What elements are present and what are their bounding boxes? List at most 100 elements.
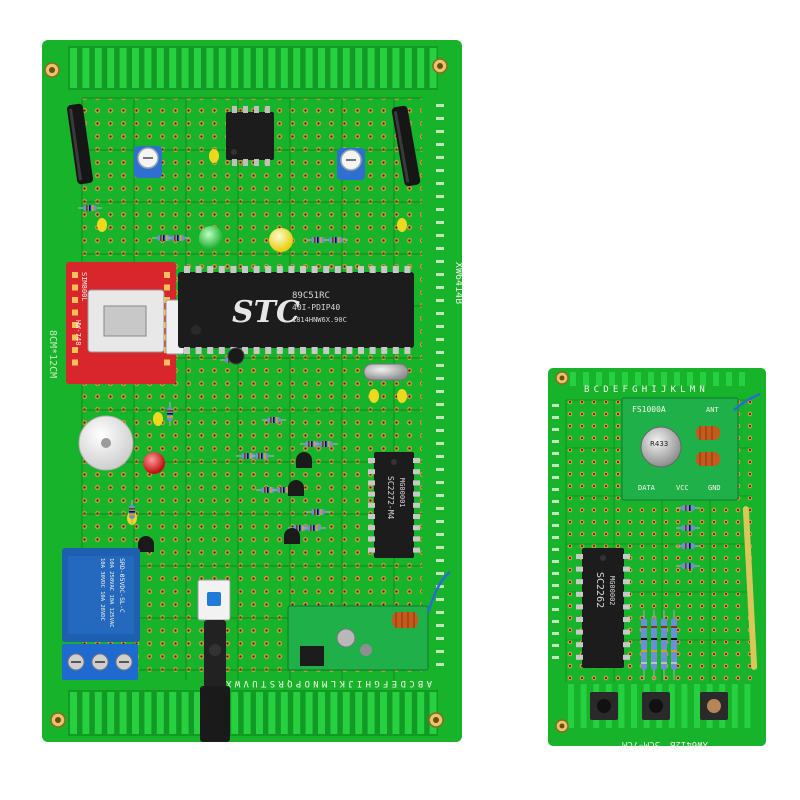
ic-pin [576, 654, 583, 660]
row-mark [436, 273, 444, 276]
row-mark [436, 403, 444, 406]
row-mark [552, 572, 559, 575]
pad-finger [668, 684, 675, 728]
mcu-pin [334, 266, 341, 273]
top-fingers [68, 46, 438, 90]
row-mark [436, 572, 444, 575]
resistor [306, 509, 330, 515]
mcu-pin [392, 347, 399, 354]
row-mark [552, 644, 559, 647]
trimmer-potentiometer-right [337, 148, 365, 180]
buzzer [78, 415, 134, 471]
mcu-chip [178, 272, 414, 348]
pad-finger [342, 48, 350, 88]
pad-finger [194, 692, 201, 734]
ic-pin [254, 159, 259, 166]
row-mark [436, 221, 444, 224]
pad-finger [293, 48, 301, 88]
ic-pin [368, 514, 375, 519]
resistor [651, 610, 657, 680]
mcu-pin [358, 347, 364, 354]
row-mark [436, 598, 444, 601]
mcu-pin [358, 266, 364, 273]
mcu-pin [311, 266, 318, 273]
mcu-pin [311, 347, 318, 354]
row-mark [436, 377, 444, 380]
mcu-pin [207, 266, 214, 273]
row-mark [436, 312, 444, 315]
pad-finger [596, 372, 602, 386]
pad-finger [580, 684, 587, 728]
mcu-pin [369, 266, 376, 273]
row-mark [552, 656, 559, 659]
resistor [676, 505, 700, 511]
pad-finger [305, 48, 313, 88]
ic-pin [576, 642, 583, 648]
pad-finger [330, 48, 338, 88]
row-mark [436, 507, 444, 510]
ic-pin [623, 566, 630, 572]
pad-finger [305, 692, 313, 734]
mcu-pin [346, 266, 353, 273]
ic-pin [368, 469, 375, 475]
pad-finger [280, 692, 288, 734]
sim-module-label: SIM800L [80, 272, 88, 302]
mcu-pin [300, 347, 306, 354]
resistor [306, 237, 330, 243]
receiver-edge-letters: ABCDEFGHIJKLMNOPQRSTUVWXY [214, 678, 432, 688]
mcu-pin [381, 266, 388, 273]
receiver-board-code: XW6414B [453, 262, 464, 304]
jumper-wire [742, 506, 758, 670]
mcu-pin [323, 347, 330, 354]
pad-finger [404, 692, 412, 734]
trimmer-potentiometer-left [134, 146, 162, 178]
receiver-board-size: 8CM*12CM [47, 330, 58, 378]
ic-pin [623, 554, 630, 559]
row-numbers [436, 104, 444, 666]
small-ic-top [226, 112, 274, 160]
row-mark [436, 533, 444, 536]
pad-finger [144, 692, 152, 734]
ic-pin [368, 480, 375, 486]
transmitter-board-code: XW6412B [670, 739, 708, 749]
mcu-pin [184, 266, 190, 273]
row-mark [436, 104, 444, 107]
pad-finger [631, 684, 637, 728]
relay-label-2: 10A 250VAC 10A 125VAC [108, 558, 114, 628]
resistor [78, 205, 102, 211]
ic-pin [368, 502, 375, 508]
ic-pin [413, 536, 420, 542]
mcu-part: 89C51RC [292, 291, 330, 301]
row-mark [436, 286, 444, 289]
electrolytic-capacitor-right [391, 105, 421, 187]
encoder-part: SC2262 [594, 572, 605, 608]
pad-finger [731, 684, 738, 728]
sim-pad [72, 272, 78, 278]
relay-label-3: 10A 30VDC 10A 28VDC [99, 558, 105, 621]
resistor [129, 500, 135, 524]
row-mark [436, 182, 444, 185]
row-mark [552, 404, 559, 407]
row-mark [436, 325, 444, 328]
row-mark [552, 536, 559, 539]
mcu-lot: 1814HNW6X.90C [292, 316, 347, 324]
row-mark [552, 548, 559, 551]
tactile-button-1 [590, 692, 618, 720]
rf-receiver-module [287, 605, 429, 671]
tactile-button-2 [642, 692, 670, 720]
row-mark [436, 520, 444, 523]
ic-pin [623, 629, 630, 635]
mcu-pin [276, 266, 283, 273]
transistor [284, 528, 300, 544]
resistor [676, 543, 700, 549]
mcu-pin [265, 266, 272, 273]
transistor [296, 452, 312, 468]
pad-finger [231, 48, 239, 88]
ic-pin [576, 579, 583, 585]
resistor [166, 235, 190, 241]
sim-pad [72, 334, 78, 341]
pad-finger [367, 48, 375, 88]
mcu-pin [218, 347, 225, 354]
mcu-pin [253, 266, 260, 273]
ic-pin [232, 159, 237, 166]
